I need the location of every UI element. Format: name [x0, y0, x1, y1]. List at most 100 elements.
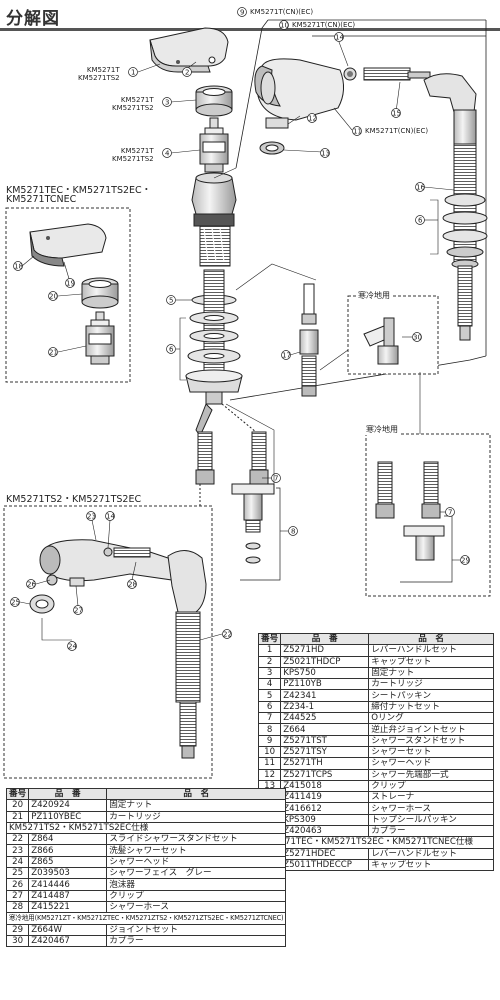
table-row: 18Z5271HDECレバーハンドルセット	[257, 847, 494, 860]
part-number-cell: 3	[257, 666, 282, 680]
svg-text:27: 27	[74, 607, 83, 615]
svg-text:14: 14	[335, 34, 344, 42]
part-number-cell: 22	[5, 833, 30, 846]
table-row: 16KPS309トップシールパッキン	[257, 813, 494, 827]
part-code-cell: KPS309	[280, 813, 370, 827]
part-number-cell: 10	[257, 745, 282, 759]
section-heading: KM5271TS2・KM5271TS2EC仕様	[5, 821, 287, 835]
part-code-cell: Z414487	[28, 889, 108, 902]
part-code-cell: PZ110YB	[280, 678, 370, 691]
svg-text:4: 4	[165, 150, 170, 158]
label-c11: KM5271T(CN)(EC)	[365, 127, 429, 135]
shower-stand-frame	[229, 19, 487, 401]
part-code-cell: Z415221	[28, 900, 108, 914]
svg-text:8: 8	[291, 528, 295, 536]
part-code-cell: Z420467	[28, 934, 108, 948]
check-valve-set	[231, 483, 281, 581]
part-name-cell: トップシールパッキン	[368, 813, 494, 827]
svg-text:7: 7	[448, 509, 452, 517]
lever-handle	[149, 27, 229, 73]
part-name-cell: シートパッキン	[368, 689, 494, 702]
col-header-name: 品 名	[106, 787, 287, 801]
part-name-cell: 洗髪シャワーセット	[106, 844, 287, 857]
page-title: 分解図	[6, 9, 60, 29]
col-header-partno: 品 番	[28, 787, 108, 801]
part-code-cell: Z5271TST	[280, 734, 370, 747]
part-code-cell: Z864	[28, 833, 108, 846]
part-name-cell: シャワーヘッド	[106, 855, 287, 869]
svg-text:6: 6	[169, 346, 174, 354]
svg-text:11: 11	[353, 128, 362, 136]
col-header-name: 品 名	[368, 632, 494, 646]
part-name-cell: レバーハンドルセット	[368, 644, 494, 657]
svg-text:3: 3	[165, 99, 169, 107]
svg-text:15: 15	[392, 110, 401, 118]
svg-text:26: 26	[27, 581, 36, 589]
part-code-cell: Z664	[280, 723, 370, 736]
part-number-cell: 2	[257, 655, 282, 668]
part-name-cell: カプラー	[368, 825, 494, 838]
part-code-cell: Z44525	[280, 712, 370, 725]
svg-text:22: 22	[223, 631, 232, 639]
part-number-cell: 6	[257, 700, 282, 714]
svg-text:28: 28	[128, 581, 137, 589]
part-code-cell: KPS750	[280, 666, 370, 680]
part-name-cell: 固定ナット	[106, 799, 287, 812]
part-name-cell: クリップ	[106, 889, 287, 902]
label-c9: KM5271T(CN)(EC)	[250, 8, 314, 16]
svg-text:29: 29	[461, 557, 470, 565]
table-row: 19Z5011THDECCPキャップセット	[257, 858, 494, 872]
svg-text:12: 12	[308, 115, 317, 123]
ts2-spout	[167, 550, 207, 759]
svg-text:25: 25	[11, 599, 20, 607]
part-code-cell: Z664W	[28, 923, 108, 936]
table-row: 15Z416612シャワーホース	[257, 802, 494, 815]
part-code-cell: Z866	[28, 844, 108, 857]
part-code-cell: Z5271HD	[280, 644, 370, 657]
part-number-cell: 30	[5, 934, 30, 948]
part-code-cell: Z411419	[280, 791, 370, 804]
part-code-cell: Z420924	[28, 799, 108, 812]
svg-text:23: 23	[87, 513, 96, 521]
part-name-cell: キャップセット	[368, 858, 494, 872]
part-name-cell: 逆止弁ジョイントセット	[368, 723, 494, 736]
part-name-cell: 締付ナットセット	[368, 700, 494, 714]
part-number-cell: 9	[257, 734, 282, 747]
table-section-row: KM5271TS2・KM5271TS2EC仕様	[5, 821, 287, 835]
coupler	[299, 283, 319, 397]
svg-text:5: 5	[169, 297, 173, 305]
group-label-ec-2: KM5271TCNEC	[6, 194, 77, 205]
svg-text:6: 6	[418, 217, 423, 225]
label-c10: KM5271T(CN)(EC)	[292, 21, 356, 29]
part-code-cell: Z5021THDCP	[280, 655, 370, 668]
part-name-cell: クリップ	[368, 779, 494, 793]
svg-text:2: 2	[185, 69, 189, 77]
svg-text:17: 17	[282, 352, 291, 360]
col-header-no: 番号	[5, 787, 30, 801]
part-code-cell: PZ110YBEC	[28, 810, 108, 823]
part-name-cell: シャワー先端部一式	[368, 768, 494, 781]
supply-hoses	[195, 403, 269, 510]
label-c1: KM5271T KM5271TS2	[78, 66, 120, 82]
part-name-cell: カートリッジ	[106, 810, 287, 823]
part-code-cell: Z865	[28, 855, 108, 869]
cold-coupler	[363, 317, 399, 365]
part-name-cell: 泡沫器	[106, 878, 287, 891]
cold-label-upper: 寒冷地用	[356, 290, 392, 301]
svg-text:19: 19	[66, 280, 75, 288]
part-name-cell: シャワーホース	[368, 802, 494, 815]
part-number-cell: 8	[257, 723, 282, 736]
